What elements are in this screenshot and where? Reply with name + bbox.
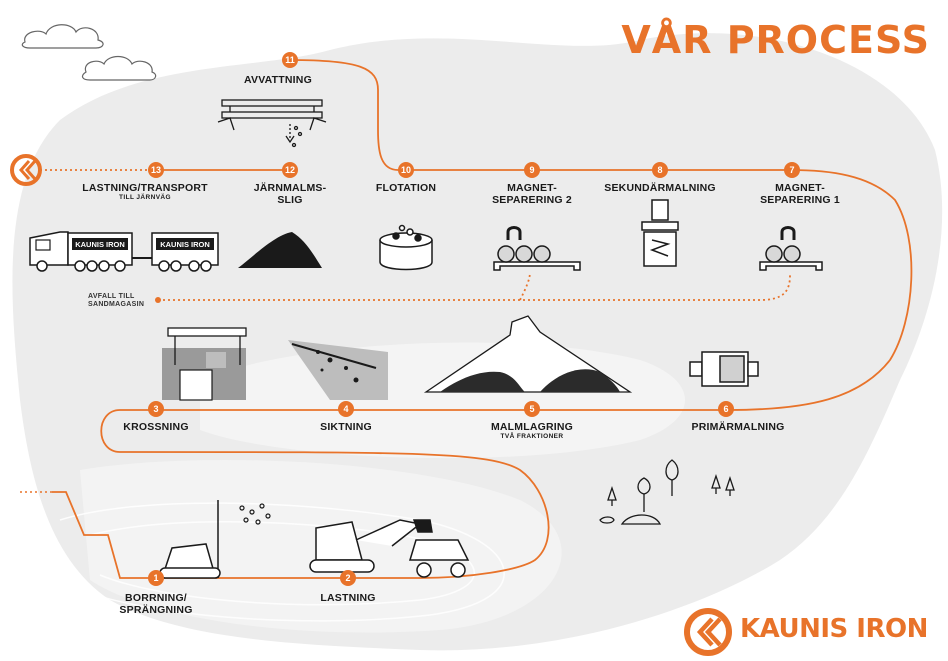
step-number: 8 (652, 162, 668, 178)
kaunis-iron-logo-icon (10, 154, 42, 186)
excavator-icon (309, 519, 470, 578)
flotation-tank-icon (379, 224, 433, 271)
step-label: FLOTATION (375, 182, 437, 194)
step-number: 12 (282, 162, 298, 178)
concentrate-pile-icon (238, 232, 322, 268)
cloud-icon (81, 55, 157, 81)
brand-name: KAUNIS IRON (740, 614, 928, 644)
cloud-icon (21, 24, 104, 49)
step-label: SIKTNING (320, 421, 372, 433)
ore-storage-icon (423, 315, 633, 393)
step-label: KROSSNING (123, 421, 189, 433)
step-label: BORRNING/SPRÄNGNING (119, 592, 193, 616)
step-number: 2 (340, 570, 356, 586)
step-label: PRIMÄRMALNING (691, 421, 785, 433)
kaunis-iron-logo-icon (684, 608, 732, 656)
step-number: 7 (784, 162, 800, 178)
rock-fragments-icon (239, 503, 271, 525)
waste-path (158, 274, 791, 301)
crusher-icon (162, 327, 247, 401)
step-label: JÄRNMALMS-SLIG (253, 182, 327, 206)
screen-icon (288, 340, 388, 400)
drill-rig-icon (159, 500, 221, 579)
step-number: 10 (398, 162, 414, 178)
step-label: AVVATTNING (244, 74, 312, 86)
step-number: 3 (148, 401, 164, 417)
step-label: LASTNING (320, 592, 376, 604)
step-label: MAGNET-SEPARERING 2 (492, 182, 572, 206)
step-label: MAGNET-SEPARERING 1 (760, 182, 840, 206)
step-number: 1 (148, 570, 164, 586)
filter-icon (217, 99, 327, 148)
step-number: 11 (282, 52, 298, 68)
secondary-mill-icon (641, 199, 679, 267)
mill-icon (689, 351, 759, 387)
tree-icon (599, 459, 735, 525)
step-label: SEKUNDÄRMALNING (604, 182, 716, 194)
magnet-icon (493, 226, 581, 271)
step-number: 9 (524, 162, 540, 178)
process-path (52, 59, 913, 579)
truck-icon (29, 231, 219, 272)
page-title: VÅR PROCESS (621, 18, 930, 62)
magnet-icon (759, 226, 823, 271)
step-number: 4 (338, 401, 354, 417)
step-number: 13 (148, 162, 164, 178)
step-number: 6 (718, 401, 734, 417)
step-number: 5 (524, 401, 540, 417)
